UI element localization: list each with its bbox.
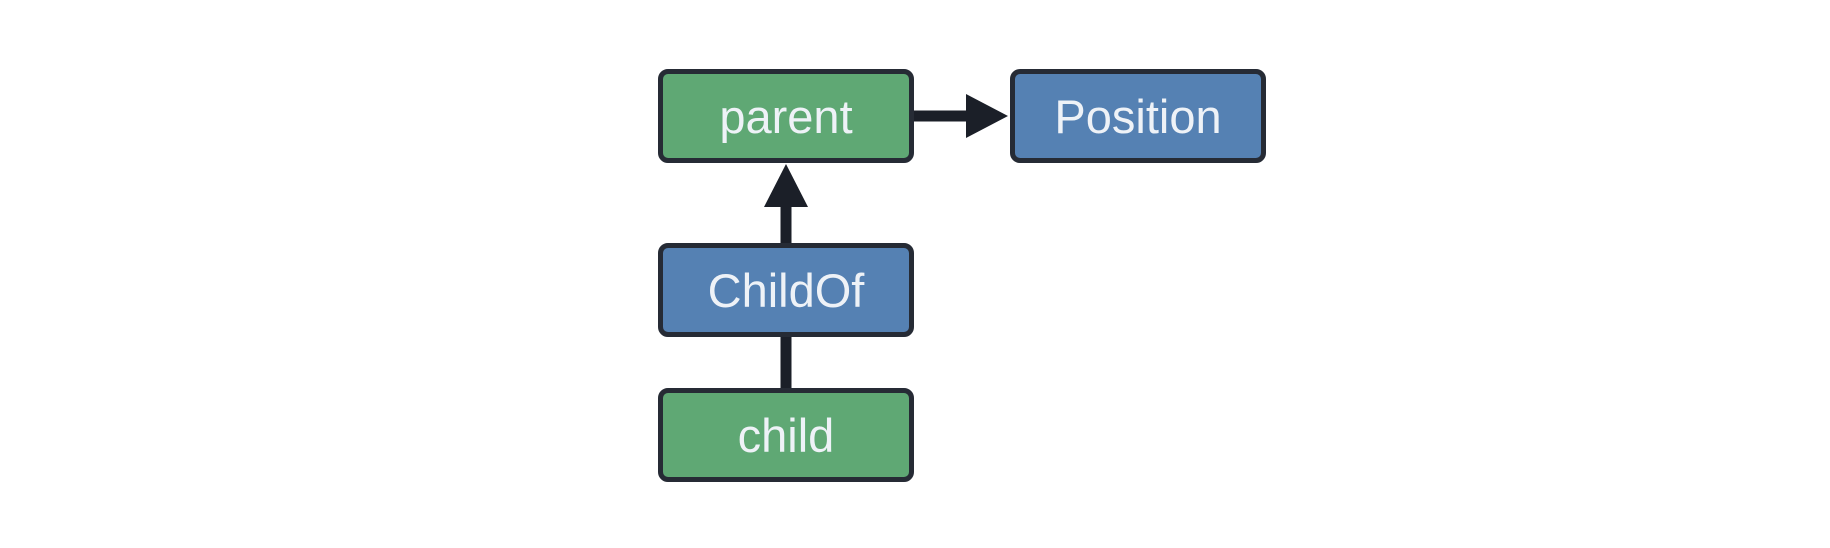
node-childof-label: ChildOf (707, 263, 865, 317)
edge-parent-position (912, 94, 1008, 138)
node-child: child (658, 388, 914, 482)
node-childof: ChildOf (658, 243, 914, 337)
edge-childof-parent-arrowhead-icon (764, 164, 808, 207)
node-position-label: Position (1054, 89, 1222, 143)
edge-childof-parent (764, 164, 808, 244)
node-child-label: child (737, 408, 835, 462)
node-position: Position (1010, 69, 1266, 163)
edge-parent-position-arrowhead-icon (966, 94, 1008, 138)
node-parent-label: parent (719, 89, 853, 143)
node-parent: parent (658, 69, 914, 163)
